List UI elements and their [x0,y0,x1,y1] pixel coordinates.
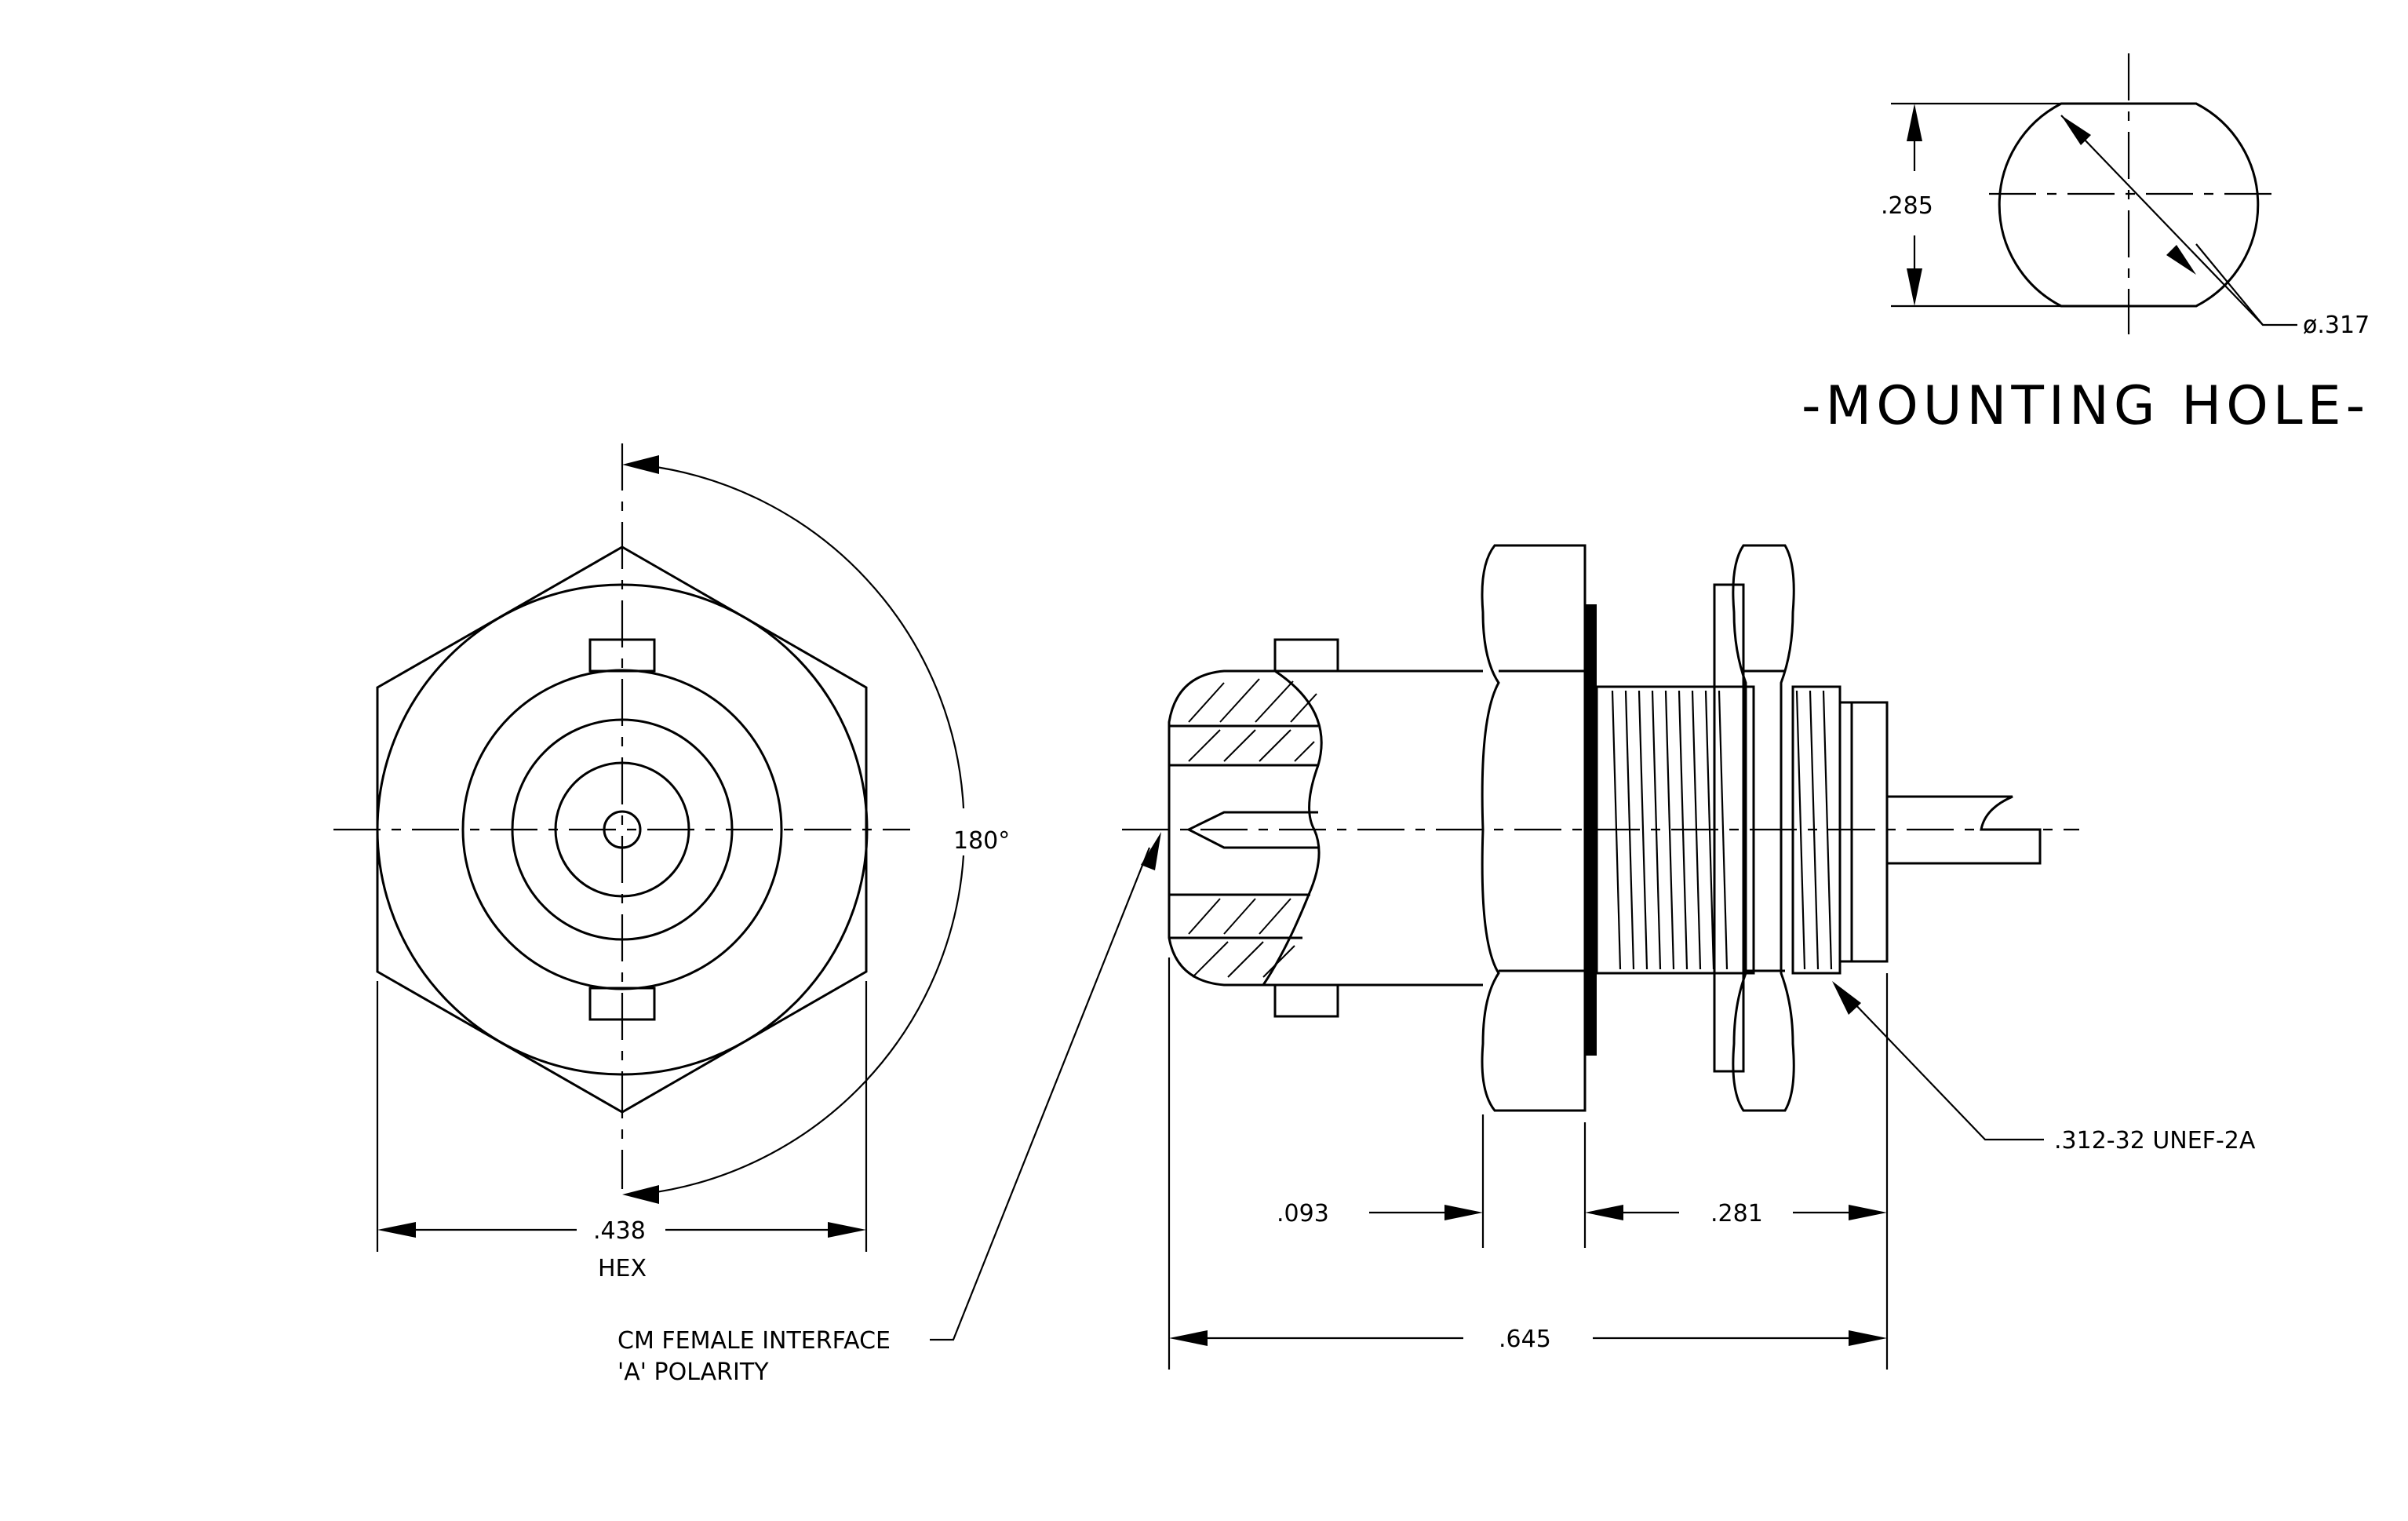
solder-cup [1885,795,2042,865]
dim-645-arrow-right [1849,1330,1887,1346]
dim-281-arrow-right [1849,1205,1887,1220]
mounting-hole-view: .285 ø.317 -MOUNTING HOLE- [1801,53,2370,437]
dim-645-arrow-left [1169,1330,1208,1346]
hex-arrow-left [377,1222,416,1238]
thread-callout-label: .312-32 UNEF-2A [2054,1127,2256,1154]
dim-645-label: .645 [1499,1326,1551,1353]
section-hatching [1188,678,1317,978]
dim-281-label: .281 [1710,1200,1763,1227]
diameter-arrow-top [2061,115,2091,145]
side-lug-bottom [1273,983,1339,1018]
angle-arc-lower [644,855,965,1195]
hex-nut [1732,544,1795,1112]
interface-label-line1: CM FEMALE INTERFACE [617,1327,891,1355]
hex-dim-label: .438 [593,1217,646,1245]
side-lug-top [1273,638,1339,673]
hex-flange [1481,544,1587,1112]
diameter-leader [2060,115,2264,326]
front-view: 180° .438 HEX [333,443,1010,1282]
hex-label: HEX [598,1255,647,1282]
dim-281-arrow-left [1585,1205,1623,1220]
interface-leader-arrow [1141,832,1161,870]
height-dim-label: .285 [1881,192,1933,220]
dim-093-label: .093 [1277,1200,1329,1227]
angle-arrow-bottom [622,1185,659,1204]
dim-093-arrow [1444,1205,1483,1220]
angle-arc-upper [644,464,965,809]
interface-label-line2: 'A' POLARITY [617,1359,769,1386]
height-arrow-down [1907,268,1922,306]
angle-dim-label: 180° [953,827,1010,855]
thread-callout-arrow [1832,981,1861,1015]
diameter-leader-tail [2195,243,2297,326]
angle-arrow-top [622,455,659,474]
rear-bushing [1838,701,1889,963]
mounting-hole-outline [1998,102,2260,308]
height-arrow-up [1907,104,1922,141]
mounting-hole-title: -MOUNTING HOLE- [1801,375,2370,437]
nut-washer [1713,583,1745,1073]
side-view: .312-32 UNEF-2A .093 .281 .645 CM FEMALE… [617,544,2256,1386]
hex-arrow-right [828,1222,866,1238]
thread-callout-leader [1851,1000,2044,1141]
diameter-dim-label: ø.317 [2303,312,2370,339]
diameter-arrow-bottom [2166,245,2196,275]
socket-circle [511,718,734,941]
lock-washer [1585,604,1597,1056]
interface-leader [930,847,1151,1341]
